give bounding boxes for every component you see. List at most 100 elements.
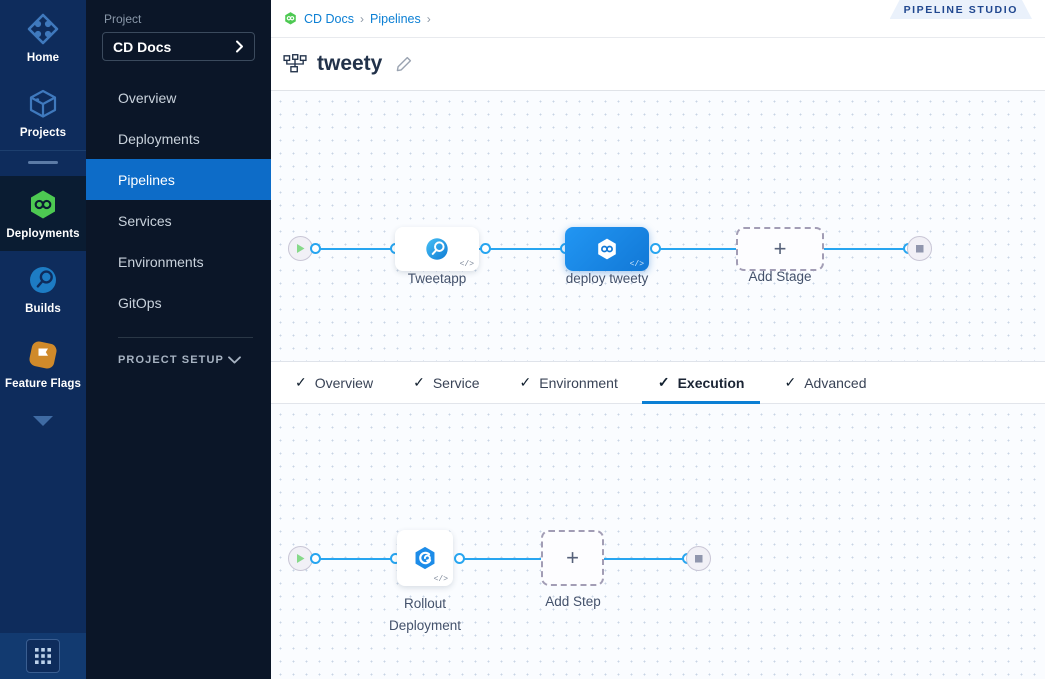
rail-item-home[interactable]: Home [0, 0, 86, 75]
project-setup-label: PROJECT SETUP [118, 354, 224, 366]
sidebar-item-label: Environments [118, 253, 204, 270]
module-rail: Home Projects Deployments [0, 0, 86, 679]
chevron-down-icon [33, 416, 53, 426]
stage-canvas[interactable]: </> Tweetapp </> deploy tweety + [271, 91, 1045, 362]
project-setup-toggle[interactable]: PROJECT SETUP [86, 338, 271, 366]
add-stage-label: Add Stage [748, 269, 812, 284]
breadcrumb-link-pipelines[interactable]: Pipelines [370, 11, 421, 26]
execution-step-canvas[interactable]: </> Rollout Deployment + Add Step [271, 404, 1045, 679]
rail-item-label: Feature Flags [4, 378, 82, 390]
tab-label: Service [432, 374, 480, 391]
cd-deploy-hexagon-icon [598, 238, 616, 260]
cube-icon [29, 89, 57, 118]
grid-apps-icon [35, 648, 51, 664]
add-step-label: Add Step [545, 594, 601, 609]
sidebar-divider [118, 337, 253, 338]
check-icon: ✓ [784, 374, 797, 390]
sidebar-item-environments[interactable]: Environments [86, 241, 271, 282]
sidebar-item-overview[interactable]: Overview [86, 77, 271, 118]
rail-item-projects[interactable]: Projects [0, 75, 86, 150]
stage-caption-tweetapp: Tweetapp [407, 271, 467, 286]
builds-circle-icon [30, 267, 56, 293]
step-caption-rollout-line1: Rollout [403, 596, 447, 611]
stage-output-port[interactable] [650, 243, 661, 254]
sidebar-item-pipelines[interactable]: Pipelines [86, 159, 271, 200]
tab-service[interactable]: ✓ Service [393, 362, 499, 403]
rail-item-label: Home [26, 52, 60, 64]
tab-overview[interactable]: ✓ Overview [275, 362, 393, 403]
main-area: CD Docs › Pipelines › PIPELINE STUDIO tw… [271, 0, 1045, 679]
breadcrumb-separator: › [360, 11, 365, 26]
add-stage-button[interactable]: + [736, 227, 824, 271]
ci-build-icon [426, 238, 448, 260]
sidebar-item-services[interactable]: Services [86, 200, 271, 241]
check-icon: ✓ [295, 374, 307, 390]
project-sidebar: Project CD Docs Overview Deployments Pip… [86, 0, 271, 679]
connector-line [299, 558, 429, 560]
stage-code-tag: </> [629, 260, 644, 269]
sidebar-item-label: Overview [118, 89, 177, 106]
rail-item-feature-flags[interactable]: Feature Flags [0, 326, 86, 401]
rail-item-label: Deployments [6, 228, 80, 240]
page-title: tweety [317, 52, 383, 75]
stop-square-icon [916, 245, 924, 253]
play-triangle-icon [297, 244, 305, 253]
pipeline-title-bar: tweety VISUAL YAML [271, 38, 1045, 114]
pipeline-end-node[interactable] [907, 236, 932, 261]
rail-more-button[interactable] [0, 401, 86, 435]
pencil-edit-icon[interactable] [396, 56, 412, 72]
play-triangle-icon [297, 554, 305, 563]
deployments-hexagon-icon [31, 190, 55, 219]
tab-environment[interactable]: ✓ Environment [500, 362, 638, 403]
step-start-node[interactable] [288, 546, 313, 571]
stage-node-tweetapp[interactable]: </> [395, 227, 479, 271]
sidebar-item-label: Deployments [118, 130, 200, 147]
stage-tabs: ✓ Overview ✓ Service ✓ Environment ✓ Exe… [271, 362, 1045, 404]
add-step-button[interactable]: + [541, 530, 604, 586]
project-selector-value: CD Docs [113, 38, 172, 55]
step-end-node[interactable] [686, 546, 711, 571]
check-icon: ✓ [413, 374, 425, 390]
breadcrumb-separator: › [426, 11, 431, 26]
rail-bottom-bar [0, 633, 86, 679]
rollout-hexagon-icon [415, 546, 435, 570]
stage-node-deploy-tweety[interactable]: </> [565, 227, 649, 271]
sidebar-item-deployments[interactable]: Deployments [86, 118, 271, 159]
pipeline-studio-badge: PIPELINE STUDIO [890, 0, 1032, 19]
pipeline-start-node[interactable] [288, 236, 313, 261]
chevron-right-icon [236, 40, 243, 53]
deployments-hexagon-icon [285, 12, 296, 25]
connector-line [479, 248, 571, 250]
step-node-rollout-deployment[interactable]: </> [397, 530, 453, 586]
sidebar-item-gitops[interactable]: GitOps [86, 282, 271, 323]
grid-apps-button[interactable] [26, 639, 60, 673]
connector-line [601, 558, 691, 560]
rail-item-builds[interactable]: Builds [0, 251, 86, 326]
rail-item-label: Projects [19, 127, 67, 139]
step-code-tag: </> [433, 575, 448, 584]
chevron-down-icon [228, 356, 241, 364]
tab-advanced[interactable]: ✓ Advanced [764, 362, 886, 403]
step-output-port[interactable] [454, 553, 465, 564]
connector-line [461, 558, 561, 560]
sidebar-item-label: Pipelines [118, 171, 175, 188]
connector-line [653, 248, 739, 250]
rail-divider [0, 150, 86, 176]
check-icon: ✓ [519, 374, 532, 390]
start-port[interactable] [310, 243, 321, 254]
tab-label: Overview [314, 374, 374, 391]
tab-label: Execution [677, 374, 745, 391]
project-section-label: Project [104, 12, 142, 26]
plus-icon: + [566, 545, 579, 570]
stage-output-port[interactable] [480, 243, 491, 254]
breadcrumb-link-cd-docs[interactable]: CD Docs [304, 11, 355, 26]
project-selector[interactable]: CD Docs [102, 32, 255, 61]
tab-execution[interactable]: ✓ Execution [638, 362, 765, 404]
rail-item-deployments[interactable]: Deployments [0, 176, 86, 251]
tab-label: Environment [539, 374, 618, 391]
connector-line [299, 248, 429, 250]
stage-code-tag: </> [459, 260, 474, 269]
step-start-port[interactable] [310, 553, 321, 564]
connector-line [819, 248, 909, 250]
